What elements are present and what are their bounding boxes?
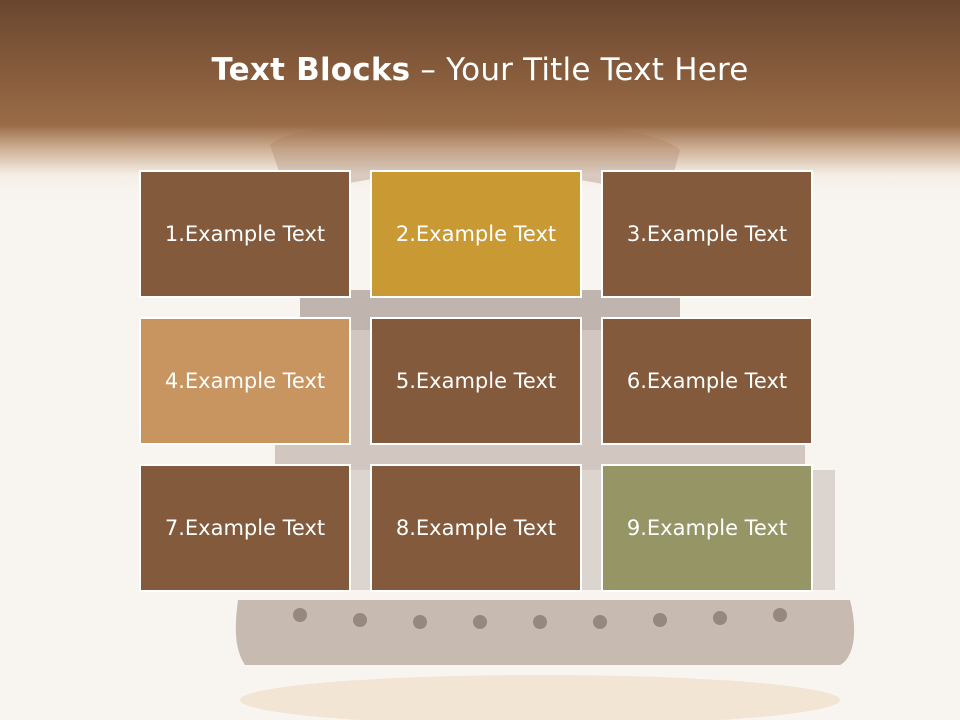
text-block-7[interactable]: 7.Example Text: [139, 464, 351, 592]
text-block-9[interactable]: 9.Example Text: [601, 464, 813, 592]
text-block-grid: 1.Example Text 2.Example Text 3.Example …: [139, 170, 815, 594]
text-block-3[interactable]: 3.Example Text: [601, 170, 813, 298]
title-regular: Your Title Text Here: [446, 52, 749, 88]
text-block-label: 1.Example Text: [164, 222, 326, 246]
title-dash: –: [420, 52, 437, 88]
text-block-2[interactable]: 2.Example Text: [370, 170, 582, 298]
text-block-label: 5.Example Text: [395, 369, 557, 393]
text-block-1[interactable]: 1.Example Text: [139, 170, 351, 298]
text-block-4[interactable]: 4.Example Text: [139, 317, 351, 445]
text-block-label: 6.Example Text: [626, 369, 788, 393]
text-block-8[interactable]: 8.Example Text: [370, 464, 582, 592]
text-block-6[interactable]: 6.Example Text: [601, 317, 813, 445]
text-block-label: 3.Example Text: [626, 222, 788, 246]
page-title: Text Blocks – Your Title Text Here: [0, 52, 960, 88]
text-block-label: 9.Example Text: [626, 516, 788, 540]
text-block-label: 4.Example Text: [164, 369, 326, 393]
text-block-label: 8.Example Text: [395, 516, 557, 540]
header-band: [0, 0, 960, 200]
text-block-5[interactable]: 5.Example Text: [370, 317, 582, 445]
text-block-label: 7.Example Text: [164, 516, 326, 540]
title-bold: Text Blocks: [211, 52, 411, 88]
text-block-label: 2.Example Text: [395, 222, 557, 246]
